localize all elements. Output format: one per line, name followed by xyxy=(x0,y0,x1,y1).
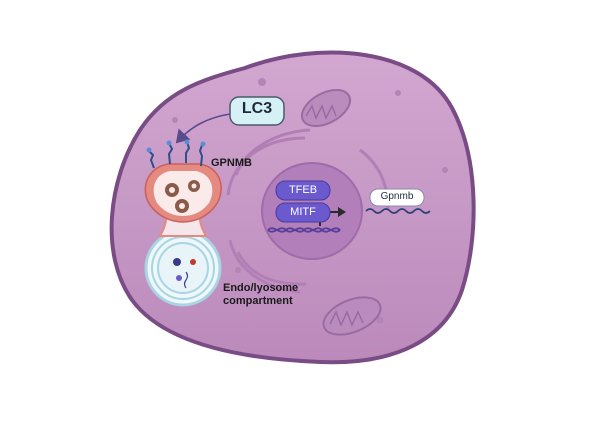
mitf-label: MITF xyxy=(290,206,316,218)
compartment-label-line1: Endo/lyosome xyxy=(223,282,299,294)
gpnmb-receptors xyxy=(148,141,204,169)
mitf-factor xyxy=(275,202,331,223)
lc3-box xyxy=(229,96,285,126)
gpnmb-mrna xyxy=(365,208,431,214)
mitochondrion-bottom xyxy=(322,296,382,336)
gpnmb-gene-box xyxy=(369,188,425,207)
gpnmb-gene-label: Gpnmb xyxy=(380,191,414,202)
cytoplasm-vesicles xyxy=(172,78,448,324)
tfeb-factor xyxy=(275,180,331,201)
gpnmb-receptor-heads xyxy=(146,139,206,153)
lc3-arrow xyxy=(175,113,231,144)
lysosome xyxy=(144,229,222,307)
autophagosome xyxy=(144,163,222,223)
tfeb-label: TFEB xyxy=(288,184,318,196)
transcription-arrow-head xyxy=(338,207,346,217)
compartment-label-line2: compartment xyxy=(223,295,293,307)
gpnmb-protein-label: GPNMB xyxy=(211,157,252,169)
lc3-label: LC3 xyxy=(241,100,273,117)
dna-helix xyxy=(267,227,341,233)
mitochondrion-top xyxy=(300,88,352,128)
